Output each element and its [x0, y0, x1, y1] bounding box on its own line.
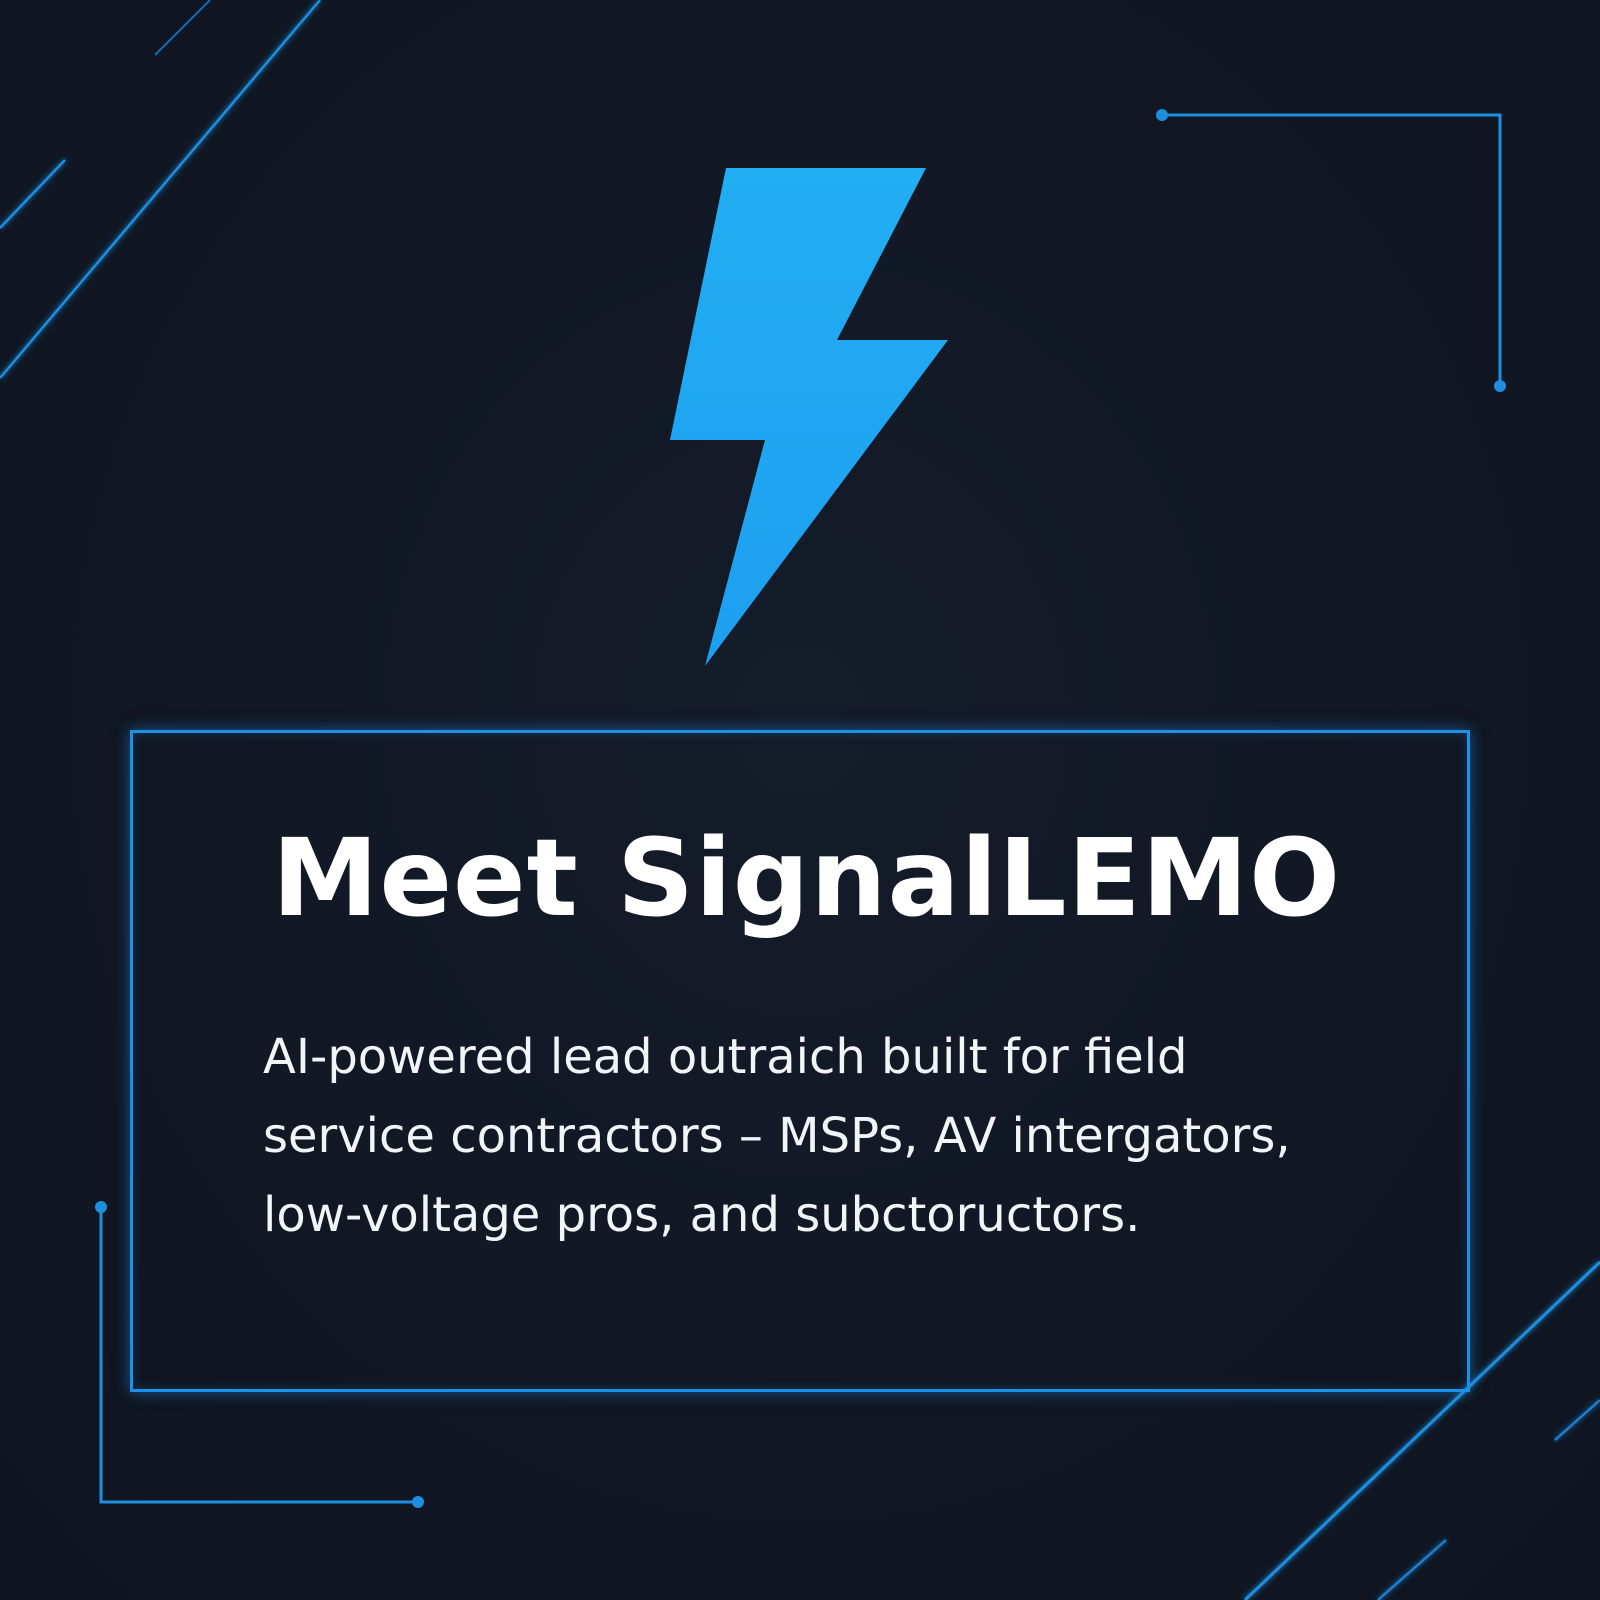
bracket-dot: [412, 1496, 424, 1508]
bracket-dot: [95, 1201, 107, 1213]
diagonal-line: [0, 159, 66, 229]
diagonal-line: [0, 0, 321, 379]
corner-bracket: [1162, 113, 1502, 386]
diagonal-line: [1243, 1260, 1600, 1600]
tagline-description: AI-powered lead outraich built for field…: [263, 1018, 1453, 1255]
diagonal-line: [154, 0, 211, 56]
content-frame: [130, 730, 1470, 1392]
diagonal-line: [1554, 1399, 1600, 1441]
diagonal-line: [1377, 1539, 1447, 1600]
page-title: Meet SignalLEMO: [272, 817, 1342, 941]
tagline-line: low-voltage pros, and subctoructors.: [263, 1187, 1141, 1243]
lightning-bolt-icon: [670, 168, 948, 666]
corner-bracket: [99, 1207, 418, 1504]
bracket-dot: [1156, 109, 1168, 121]
tagline-line: service contractors – MSPs, AV intergato…: [263, 1108, 1291, 1164]
bracket-dot: [1494, 380, 1506, 392]
tagline-line: AI-powered lead outraich built for field: [263, 1029, 1188, 1085]
